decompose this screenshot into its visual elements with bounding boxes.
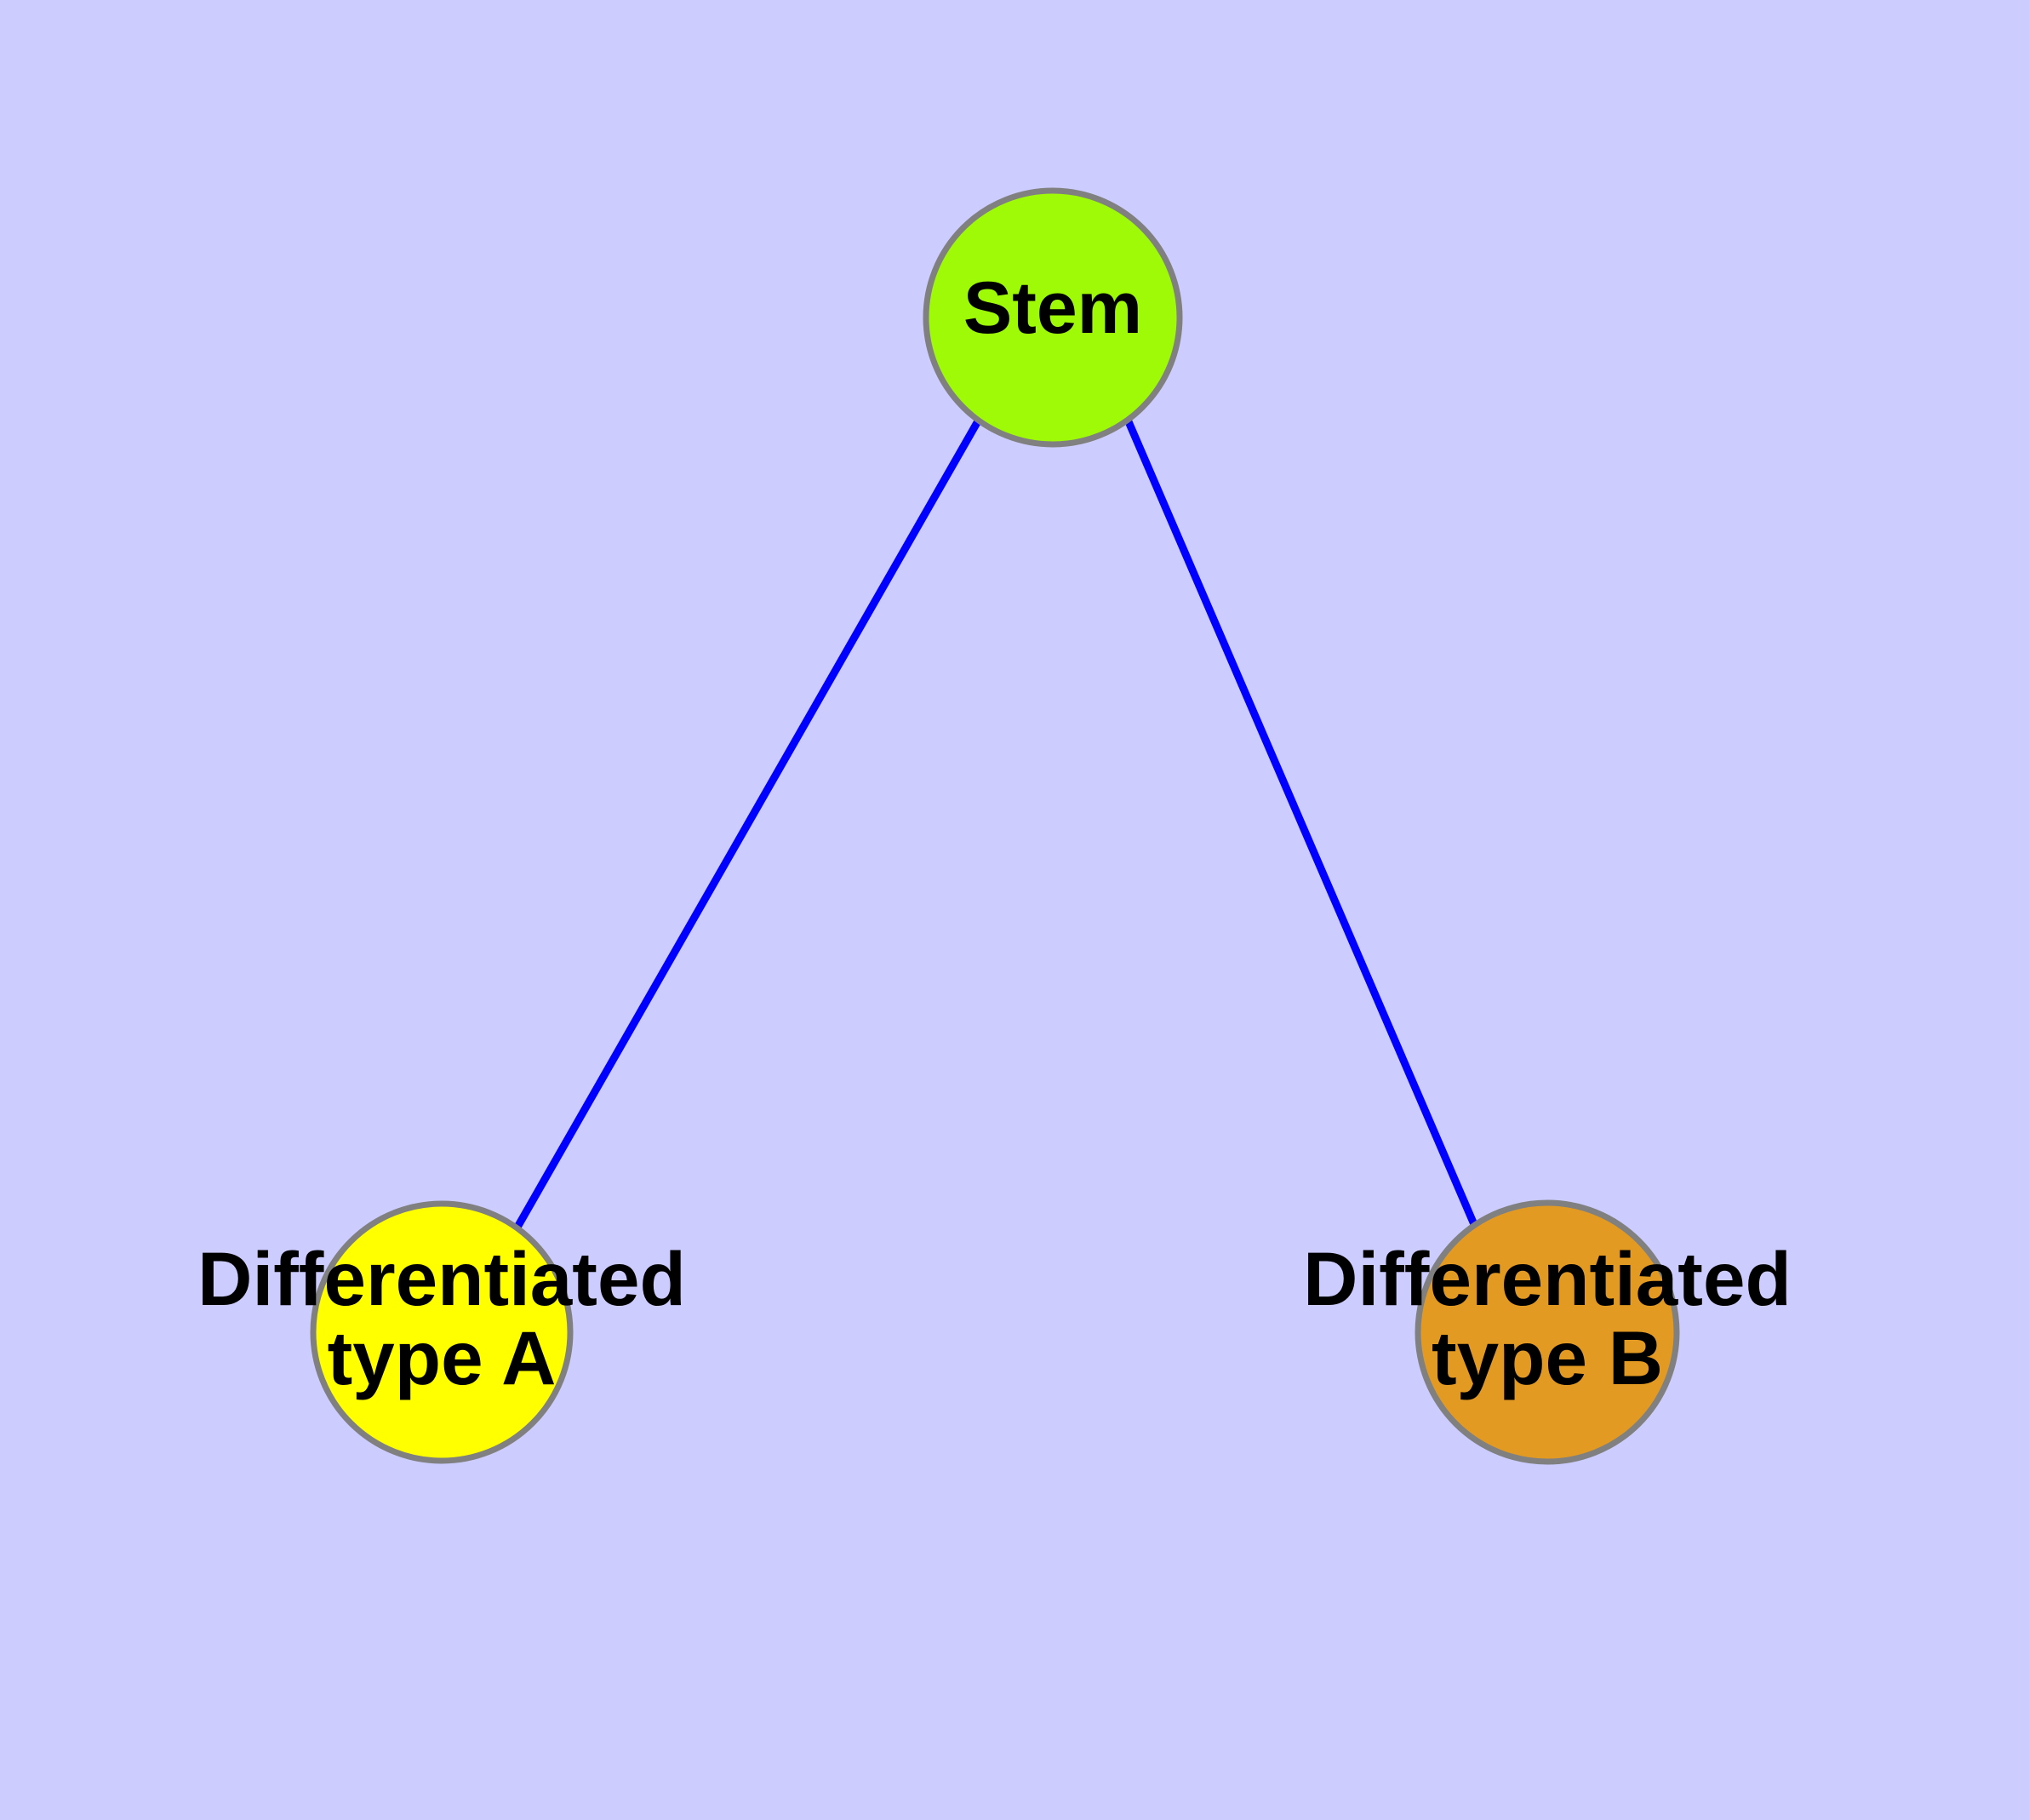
edges-group (512, 417, 1480, 1233)
node-stem[interactable] (923, 187, 1183, 448)
node-differentiated-type-a[interactable] (310, 1200, 574, 1464)
node-differentiated-type-b[interactable] (1415, 1199, 1680, 1465)
nodes-group (310, 187, 1680, 1465)
edge-stem-to-differentiated-type-b[interactable] (1123, 418, 1480, 1230)
edge-stem-to-differentiated-type-a[interactable] (512, 417, 982, 1233)
